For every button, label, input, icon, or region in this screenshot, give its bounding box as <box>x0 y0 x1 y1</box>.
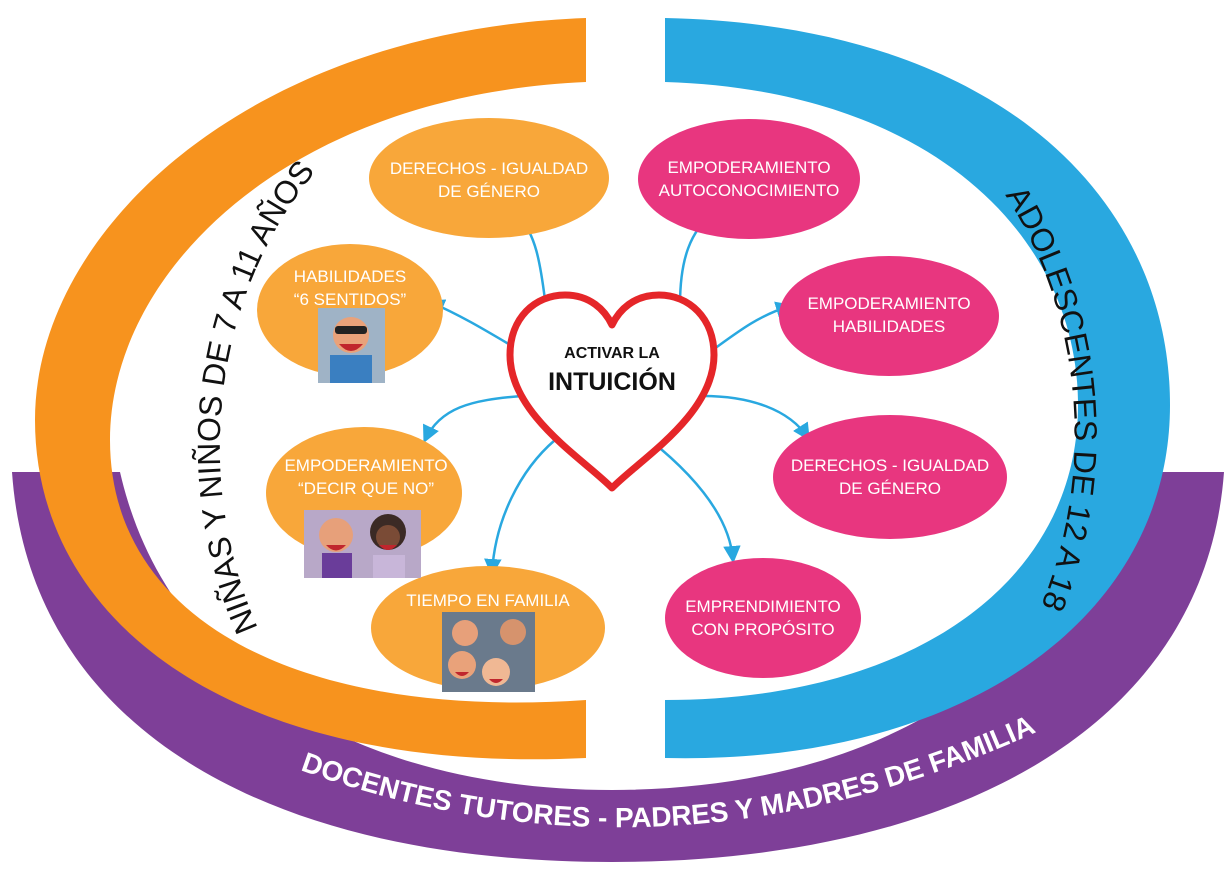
left-band-label: NIÑAS Y NIÑOS DE 7 A 11 AÑOS <box>191 153 321 639</box>
right-band <box>665 18 1170 759</box>
puppet-photo-3 <box>442 612 535 692</box>
connector-right-3 <box>697 394 810 441</box>
right-node-3-line1: DERECHOS - IGUALDAD <box>791 456 989 475</box>
left-node-1-line1: DERECHOS - IGUALDAD <box>390 159 588 178</box>
left-node-2-line1: HABILIDADES <box>294 267 406 286</box>
right-node-1-line1: EMPODERAMIENTO <box>667 158 830 177</box>
left-node-3-line2: “DECIR QUE NO” <box>298 479 434 498</box>
center-line1: ACTIVAR LA <box>564 345 660 362</box>
right-node-4-line1: EMPRENDIMIENTO <box>685 597 841 616</box>
heart-icon <box>506 291 718 492</box>
right-node-2: EMPODERAMIENTO HABILIDADES <box>779 256 999 376</box>
connector-left-3 <box>423 394 523 444</box>
right-node-1: EMPODERAMIENTO AUTOCONOCIMIENTO <box>638 119 860 239</box>
puppet-photo-1 <box>318 308 385 383</box>
bottom-band <box>12 472 1224 862</box>
right-node-4-line2: CON PROPÓSITO <box>691 620 834 639</box>
connector-right-2 <box>709 301 794 354</box>
left-band <box>35 18 586 760</box>
puppet-photo-2 <box>304 510 421 578</box>
right-node-4: EMPRENDIMIENTO CON PROPÓSITO <box>665 558 861 678</box>
left-node-3-line1: EMPODERAMIENTO <box>284 456 447 475</box>
right-node-1-line2: AUTOCONOCIMIENTO <box>659 181 840 200</box>
right-node-3: DERECHOS - IGUALDAD DE GÉNERO <box>773 415 1007 539</box>
connector-right-4 <box>649 439 741 564</box>
right-node-2-line2: HABILIDADES <box>833 317 945 336</box>
left-node-1-line2: DE GÉNERO <box>438 182 540 201</box>
right-node-2-line1: EMPODERAMIENTO <box>807 294 970 313</box>
heart: ACTIVAR LA INTUICIÓN <box>506 291 718 492</box>
connector-left-4 <box>484 439 556 577</box>
left-node-1: DERECHOS - IGUALDAD DE GÉNERO <box>369 118 609 238</box>
right-node-3-line2: DE GÉNERO <box>839 479 941 498</box>
center-line2: INTUICIÓN <box>548 366 676 396</box>
left-node-2-line2: “6 SENTIDOS” <box>294 290 407 309</box>
left-node-4-line1: TIEMPO EN FAMILIA <box>406 591 570 610</box>
